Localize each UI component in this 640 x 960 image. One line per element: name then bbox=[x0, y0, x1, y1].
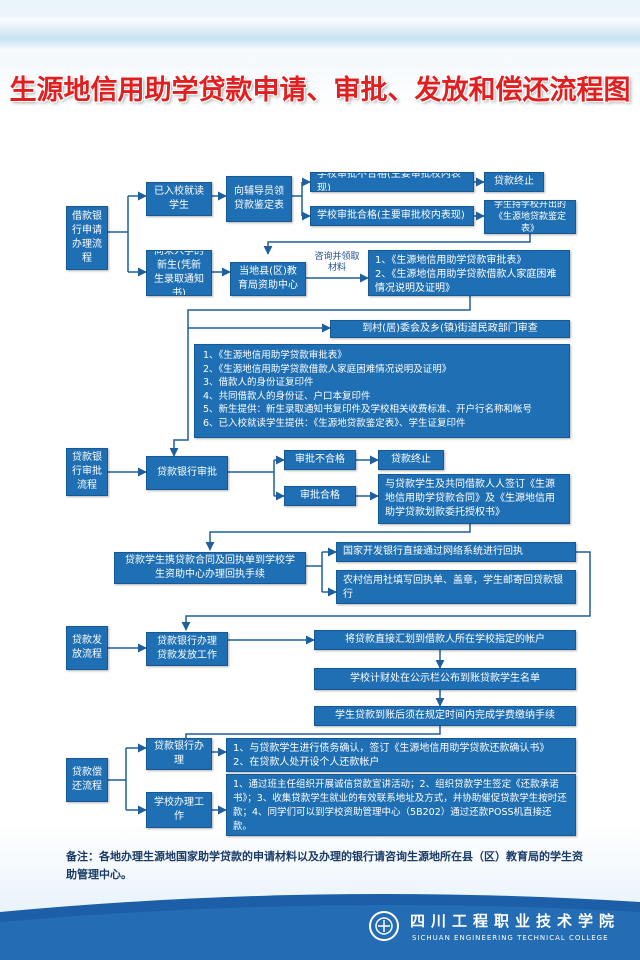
county-center-box: 当地县(区)教育局资助中心 bbox=[230, 262, 306, 296]
footer-band bbox=[0, 894, 640, 960]
receipt-student-box: 贷款学生携贷款合同及回执单到学校学生资助中心办理回执手续 bbox=[114, 552, 306, 584]
freshman-box: 尚未入学的新生(凭新生录取通知书) bbox=[146, 250, 212, 296]
materials-box: 1、《生源地信用助学贷款审批表》 2、《生源地信用助学贷款借款人家庭困难情况说明… bbox=[368, 250, 570, 296]
loan-end-box-1: 贷款终止 bbox=[484, 172, 544, 192]
school-fail-box: 学校审批不合格(主要审批校内表现) bbox=[310, 172, 474, 192]
bank-issue-box: 贷款银行办理贷款发放工作 bbox=[146, 632, 228, 666]
doc-line-1: 1、《生源地信用助学贷款审批表》 bbox=[203, 350, 347, 361]
issue-step-1: 将贷款直接汇划到借款人所在学校指定的帐户 bbox=[314, 630, 576, 650]
doc-line-5: 5、新生提供：新生录取通知书复印件及学校相关收费标准、开户行名称和帐号 bbox=[203, 404, 533, 415]
school-logo-icon bbox=[369, 911, 399, 941]
bank-repay-box: 贷款银行办理 bbox=[146, 738, 212, 770]
issue-step-2: 学校计财处在公示栏公布到账贷款学生名单 bbox=[314, 668, 576, 690]
contract-box: 与贷款学生及共同借款人人签订《生源地信用助学贷款合同》及《生源地信用助学贷款划款… bbox=[378, 474, 570, 524]
school-name-en: SICHUAN ENGINEERING TECHNICAL COLLEGE bbox=[412, 934, 609, 942]
section-issue: 贷款发放流程 bbox=[66, 626, 108, 670]
doc-line-6: 6、已入校就读学生提供：《生源地贷款鉴定表》、学生证复印件 bbox=[203, 417, 466, 429]
doc-line-2: 2、《生源地信用助学贷款借款人家庭困难情况说明及证明》 bbox=[203, 363, 452, 375]
section-approve: 贷款银行审批流程 bbox=[66, 448, 108, 496]
issue-step-3: 学生贷款到账后须在规定时间内完成学费缴纳手续 bbox=[314, 706, 576, 726]
top-band bbox=[0, 18, 640, 52]
footnote: 备注：各地办理生源地国家助学贷款的申请材料以及办理的银行请咨询生源地所在县（区）… bbox=[66, 850, 583, 881]
village-review-box: 到村(居)委会及乡(镇)街道民政部门审查 bbox=[330, 320, 570, 338]
loan-end-box-2: 贷款终止 bbox=[378, 450, 444, 470]
bank-repay-detail: 1、与贷款学生进行债务确认，签订《生源地信用助学贷款还款确认书》 2、在贷款人处… bbox=[226, 738, 576, 772]
approve-fail-box: 审批不合格 bbox=[284, 450, 356, 470]
doc-line-3: 3、借款人的身份证复印件 bbox=[203, 377, 314, 388]
school-repay-detail: 1、通过班主任组织开展诚信贷款宣讲活动；2、组织贷款学生签定《还款承诺书》；3、… bbox=[226, 774, 576, 836]
cdb-receipt-box: 国家开发银行直接通过网络系统进行回执 bbox=[336, 542, 576, 562]
counselor-box: 向辅导员领贷款鉴定表 bbox=[226, 176, 292, 222]
consult-label: 咨询并领取材料 bbox=[314, 252, 360, 273]
materials-line-1: 1、《生源地信用助学贷款审批表》 bbox=[375, 255, 527, 266]
appraisal-box: 学生持学校开出的《生源地贷款鉴定表》 bbox=[484, 200, 576, 234]
school-repay-box: 学校办理工作 bbox=[146, 792, 212, 828]
page-title: 生源地信用助学贷款申请、审批、发放和偿还流程图 bbox=[9, 75, 631, 106]
section-apply: 借款银行申请办理流程 bbox=[66, 206, 108, 270]
rural-receipt-box: 农村信用社填写回执单、盖章，学生邮寄回贷款银行 bbox=[336, 570, 576, 604]
bank-approve-box: 贷款银行审批 bbox=[146, 456, 228, 490]
bank-repay-line-1: 1、与贷款学生进行债务确认，签订《生源地信用助学贷款还款确认书》 bbox=[233, 743, 550, 754]
bank-repay-line-2: 2、在贷款人处开设个人还款帐户 bbox=[233, 757, 380, 768]
enrolled-student-box: 已入校就读学生 bbox=[146, 182, 212, 216]
materials-line-2: 2、《生源地信用助学贷款借款人家庭困难情况说明及证明》 bbox=[375, 269, 557, 294]
docs-box: 1、《生源地信用助学贷款审批表》 2、《生源地信用助学贷款借款人家庭困难情况说明… bbox=[194, 344, 570, 438]
section-repay: 贷款偿还流程 bbox=[66, 758, 108, 802]
school-pass-box: 学校审批合格(主要审批校内表现) bbox=[310, 206, 474, 226]
school-name: 四川工程职业技术学院 bbox=[410, 912, 621, 930]
approve-pass-box: 审批合格 bbox=[284, 486, 356, 506]
doc-line-4: 4、共同借款人的身份证、户口本复印件 bbox=[203, 390, 371, 402]
